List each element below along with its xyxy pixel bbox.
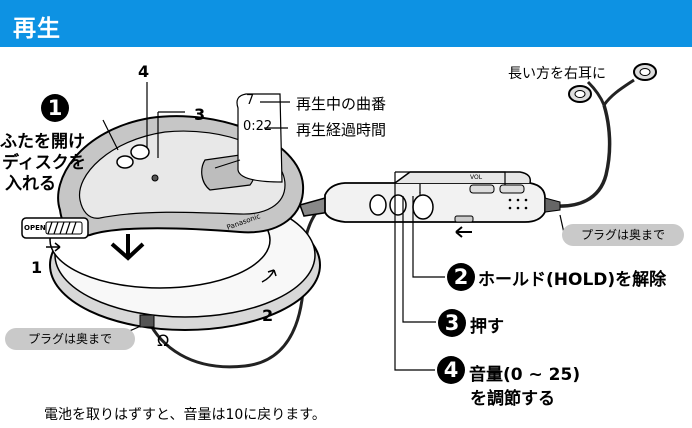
play-button-icon bbox=[412, 194, 434, 220]
display-track-label: 再生中の曲番 bbox=[296, 95, 387, 113]
page-title: 再生 bbox=[13, 16, 61, 42]
remote-button-icon bbox=[389, 194, 407, 216]
step1-badge: 1 bbox=[41, 94, 69, 122]
headphone-symbol: Ω bbox=[157, 331, 170, 350]
step1-sub-number-2: 2 bbox=[262, 306, 274, 325]
footer-note: 電池を取りはずすと、音量は10に戻ります。 bbox=[44, 407, 326, 423]
step4-text-line1: 音量(0 ~ 25) bbox=[469, 365, 581, 385]
earphone-cable-left bbox=[586, 80, 606, 106]
earphone-cable-right bbox=[602, 78, 635, 106]
header-bar: 再生 bbox=[0, 0, 692, 47]
display-track-value: 7 bbox=[246, 93, 255, 108]
step2-text: ホールド(HOLD)を解除 bbox=[478, 270, 667, 290]
step1-text-line3: 入れる bbox=[5, 174, 56, 194]
open-switch bbox=[21, 217, 89, 252]
display-time-value: 0:22 bbox=[243, 119, 273, 134]
earphone-right-icon bbox=[633, 63, 657, 81]
step1-text-line1: ふたを開け bbox=[0, 132, 85, 152]
hold-switch bbox=[454, 215, 474, 223]
remote-control bbox=[324, 171, 546, 223]
player-plug-note: プラグは奥まで bbox=[5, 328, 135, 350]
step3-text: 押す bbox=[470, 317, 504, 337]
cd-player-body bbox=[49, 115, 321, 331]
step3-badge: 3 bbox=[438, 309, 466, 337]
remote-button-icon bbox=[369, 194, 387, 216]
remote-cable bbox=[146, 203, 326, 369]
cd-player-illustration bbox=[21, 63, 657, 371]
step1-text-line2: ディスクを bbox=[2, 153, 86, 173]
callout-3: 3 bbox=[194, 105, 206, 124]
earphone-note: 長い方を右耳に bbox=[508, 66, 606, 82]
step2-badge: 2 bbox=[447, 263, 475, 291]
step4-text-line2: を調節する bbox=[470, 389, 555, 409]
remote-vol-label: VOL bbox=[470, 174, 483, 181]
remote-plug-note: プラグは奥まで bbox=[562, 224, 684, 246]
display-time-label: 再生経過時間 bbox=[296, 121, 387, 139]
step4-badge: 4 bbox=[437, 356, 465, 384]
earphone-cable bbox=[544, 104, 612, 208]
lid-button-icon bbox=[116, 155, 134, 169]
open-switch-label: OPEN bbox=[24, 224, 46, 232]
callout-4: 4 bbox=[138, 62, 150, 81]
lid-button-icon bbox=[130, 144, 150, 160]
step1-sub-number: 1 bbox=[31, 258, 43, 277]
earphone-left-icon bbox=[568, 85, 592, 103]
